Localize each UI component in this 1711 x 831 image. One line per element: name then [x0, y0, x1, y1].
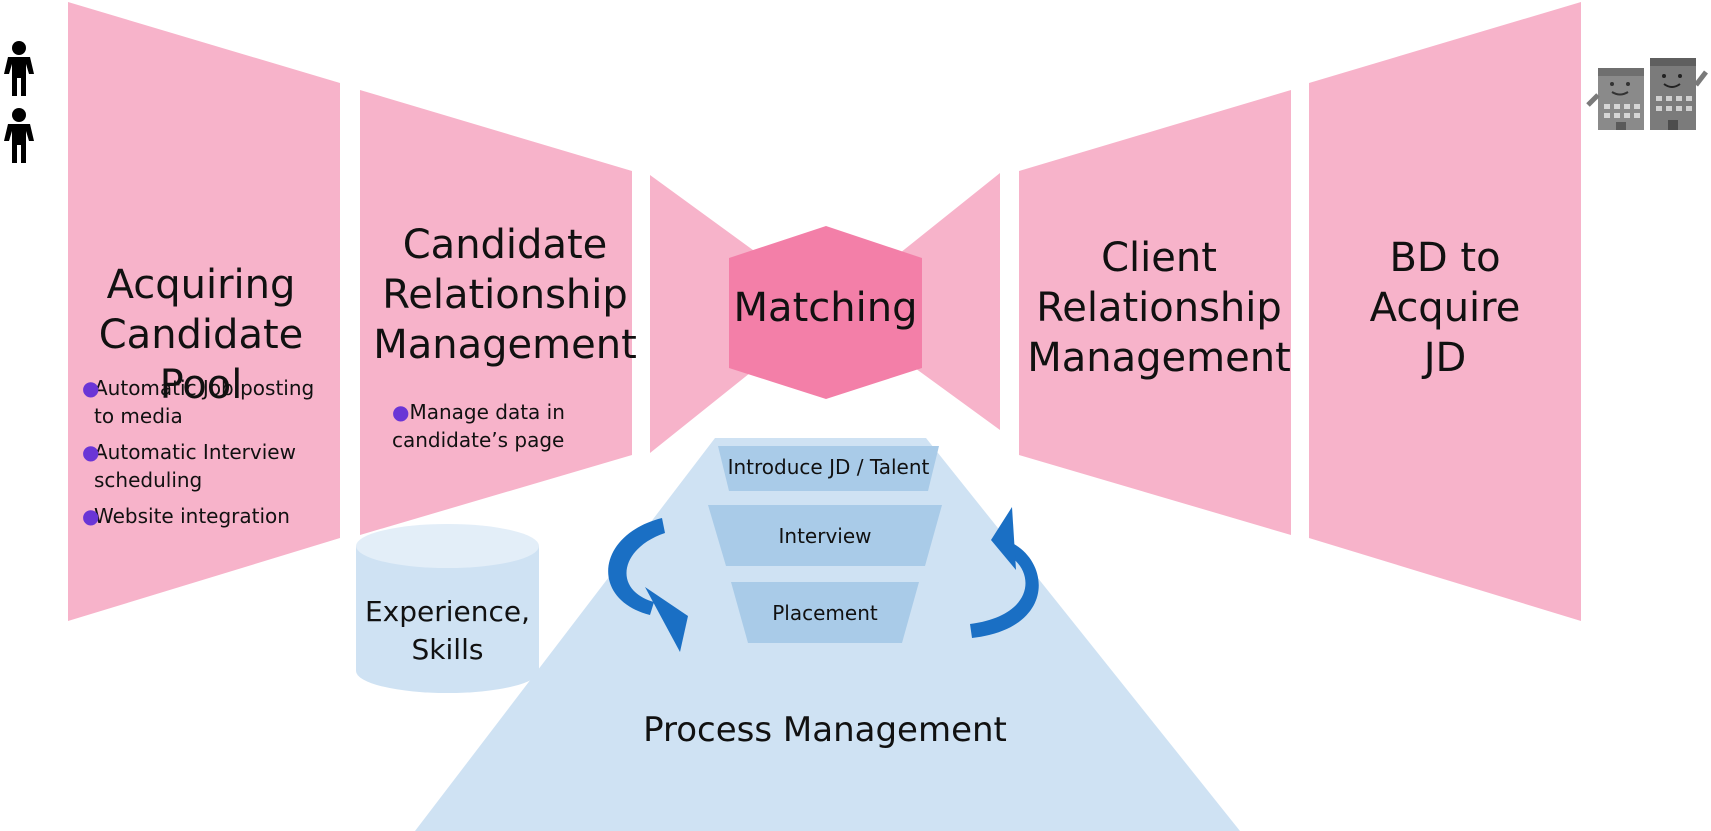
candidate-relationship-title: Candidate Relationship Management [373, 222, 637, 368]
database-label: Experience, Skills [364, 595, 531, 666]
step-placement-label: Placement [772, 601, 878, 625]
panel-candidate-relationship [360, 90, 632, 535]
person-icon [4, 108, 34, 163]
list-item: ● Automatic Job posting to media [82, 374, 342, 430]
bullet-text: Automatic Interview scheduling [94, 440, 296, 492]
step-introduce-shape [718, 446, 939, 491]
panel-acquiring-candidate-pool [68, 2, 340, 621]
bullet-text: Automatic Job posting to media [94, 376, 315, 428]
acquiring-feature-list: ● Automatic Job posting to media ● Autom… [82, 374, 342, 538]
process-management-label: Process Management [643, 710, 1007, 750]
bd-acquire-jd-title: BD to Acquire JD [1369, 235, 1521, 381]
bullet-text: Manage data in candidate’s page [392, 400, 565, 452]
cycle-arrow-left [608, 518, 688, 652]
acquiring-candidate-pool-title: Acquiring Candidate Pool [98, 262, 304, 408]
list-item: ●Manage data in candidate’s page [392, 398, 632, 454]
matching-title: Matching [733, 285, 918, 331]
step-interview-label: Interview [778, 524, 872, 548]
panel-client-relationship [1019, 90, 1291, 535]
cycle-arrow-right [970, 507, 1039, 638]
list-item: ● Automatic Interview scheduling [82, 438, 342, 494]
step-introduce-label: Introduce JD / Talent [727, 455, 930, 479]
client-relationship-title: Client Relationship Management [1027, 235, 1291, 381]
office-building-icon [1650, 58, 1708, 130]
bullet-dot-icon: ● [392, 400, 410, 424]
database-cylinder [356, 524, 539, 693]
person-icon [4, 41, 34, 96]
step-interview-shape [708, 505, 942, 566]
bullet-text: Website integration [94, 504, 290, 528]
step-placement-shape [731, 582, 919, 643]
bullet-dot-icon: ● [82, 504, 100, 528]
bullet-dot-icon: ● [82, 440, 100, 464]
panel-bd-acquire-jd [1309, 2, 1581, 621]
office-building-icon [1586, 68, 1644, 130]
list-item: ● Website integration [82, 502, 342, 530]
candidate-relationship-feature-list: ●Manage data in candidate’s page [392, 398, 632, 462]
bullet-dot-icon: ● [82, 376, 100, 400]
matching-hexagon [729, 226, 922, 399]
